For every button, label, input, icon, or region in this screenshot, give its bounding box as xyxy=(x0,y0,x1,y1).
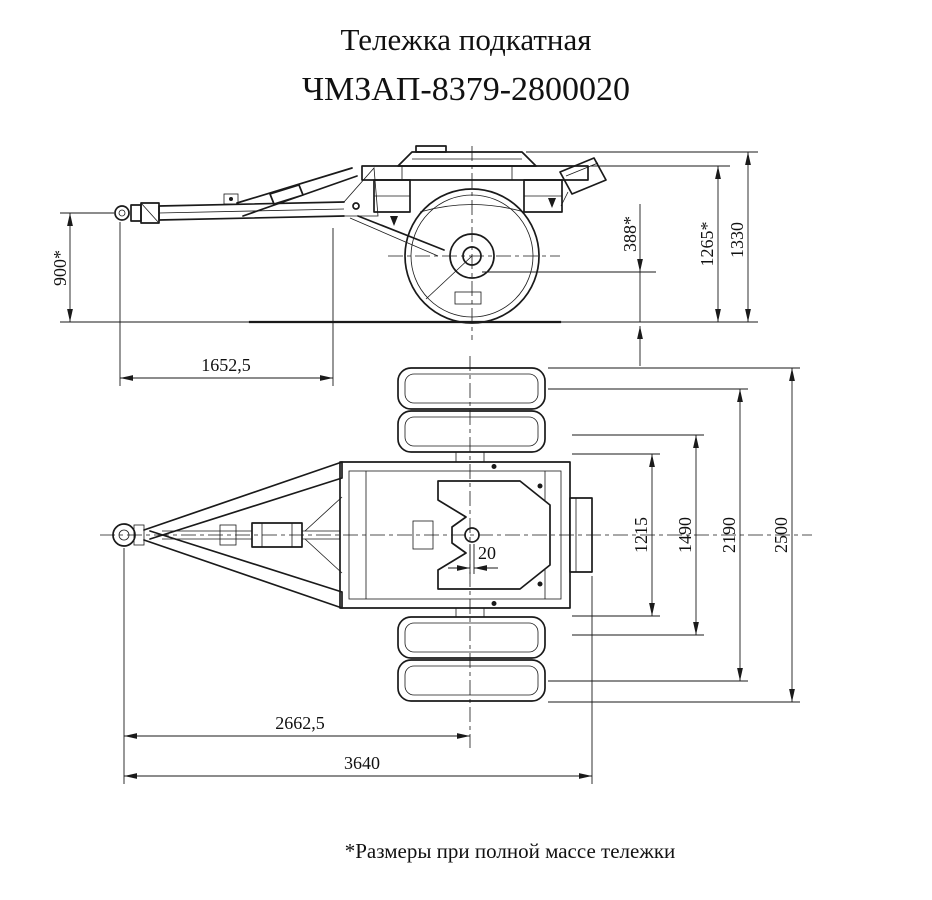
dim-label-1490: 1490 xyxy=(675,517,695,553)
pivot-pin xyxy=(352,202,360,210)
top-view-dimensions: 20 1215 1490 2190 2500 2662,5 xyxy=(123,367,800,784)
body-side xyxy=(361,145,607,226)
drawbar-beam-inner xyxy=(158,208,345,214)
turntable-plate xyxy=(397,151,537,167)
top-view xyxy=(100,356,812,748)
tow-eye-hole-side xyxy=(118,209,126,217)
frame-bolt-3 xyxy=(537,483,543,489)
frame-bolt-2 xyxy=(491,601,497,606)
dimension-20: 20 xyxy=(448,543,498,574)
inner-braces xyxy=(304,496,343,574)
coupler-block-1 xyxy=(130,204,142,222)
stay-bolt xyxy=(229,197,233,201)
ext-lines-900 xyxy=(60,212,250,323)
tire-plan-3-tread xyxy=(404,622,539,653)
dim-label-1215: 1215 xyxy=(631,517,651,553)
dimension-2190: 2190 xyxy=(548,388,748,682)
ext-lines-1265 xyxy=(560,165,758,323)
tire-plan-3 xyxy=(397,616,546,659)
center-rod xyxy=(162,530,340,540)
title-line-2: ЧМЗАП-8379-2800020 xyxy=(302,71,630,108)
drawbar-side xyxy=(114,167,445,257)
dim-label-1330: 1330 xyxy=(727,222,747,258)
dimension-2500: 2500 xyxy=(548,367,800,703)
side-view-dimensions: 900* 1652,5 388* 1265* 1330 xyxy=(50,151,758,386)
dim-label-3640: 3640 xyxy=(344,753,380,773)
dim-label-900: 900* xyxy=(50,250,70,286)
drawbar-arm-lower xyxy=(143,530,343,609)
ext-lines-2190 xyxy=(548,388,748,682)
load-arrow-right xyxy=(548,198,556,208)
tow-eye-side xyxy=(114,205,130,221)
axle-link xyxy=(357,215,445,251)
footnote: *Размеры при полной массе тележки xyxy=(345,839,676,863)
ext-lines-1215 xyxy=(572,453,660,617)
dim-label-2190: 2190 xyxy=(719,517,739,553)
dimension-1330: 1330 xyxy=(526,151,758,322)
tire-plan-4 xyxy=(397,659,546,702)
tire-plan-1-tread xyxy=(404,373,539,404)
dim-label-2500: 2500 xyxy=(771,517,791,553)
rear-funnel-line xyxy=(560,162,599,207)
coupler-detail xyxy=(140,202,160,224)
deck-ribs xyxy=(401,166,513,180)
dimension-388: 388* xyxy=(482,204,656,366)
rear-funnel xyxy=(559,157,607,195)
side-view xyxy=(114,145,607,340)
axle-link-inner xyxy=(349,217,439,257)
drawbar-arm-upper xyxy=(143,461,343,540)
load-arrow-left xyxy=(390,216,398,226)
gusset xyxy=(343,167,379,217)
ext-lines-2500 xyxy=(548,367,800,703)
dimension-900: 900* xyxy=(50,212,250,323)
dim-label-1652-5: 1652,5 xyxy=(201,355,251,375)
tire-plan-2-tread xyxy=(404,416,539,447)
ext-lines-1490 xyxy=(572,434,704,636)
tire-plan-2 xyxy=(397,410,546,453)
turnbuckle-side xyxy=(269,184,304,205)
hub-leader xyxy=(425,255,473,300)
dim-label-20: 20 xyxy=(478,543,496,563)
dimension-1652-5: 1652,5 xyxy=(119,222,334,386)
drawing-title: Тележка подкатная ЧМЗАП-8379-2800020 xyxy=(302,22,630,108)
tire-plan-4-tread xyxy=(404,665,539,696)
dimension-3640: 3640 xyxy=(124,576,593,784)
deck-frame xyxy=(361,165,589,181)
frame-bolt-1 xyxy=(491,464,497,469)
stay-bracket xyxy=(223,193,239,205)
dimension-1490: 1490 xyxy=(572,434,704,636)
balance-weight xyxy=(454,291,482,305)
dim-label-1265: 1265* xyxy=(697,222,717,267)
ext-lines-1652-5 xyxy=(119,222,334,386)
title-line-1: Тележка подкатная xyxy=(341,22,592,57)
dimension-1215: 1215 xyxy=(572,453,660,617)
tire-plan-1 xyxy=(397,367,546,410)
fifth-wheel-plate xyxy=(437,480,551,590)
dim-label-388: 388* xyxy=(620,216,640,252)
dim-label-2662-5: 2662,5 xyxy=(275,713,325,733)
top-bracket xyxy=(415,145,447,153)
dimension-2662-5: 2662,5 xyxy=(123,548,470,784)
frame-bolt-4 xyxy=(537,581,543,587)
dimension-1265: 1265* xyxy=(560,165,758,323)
